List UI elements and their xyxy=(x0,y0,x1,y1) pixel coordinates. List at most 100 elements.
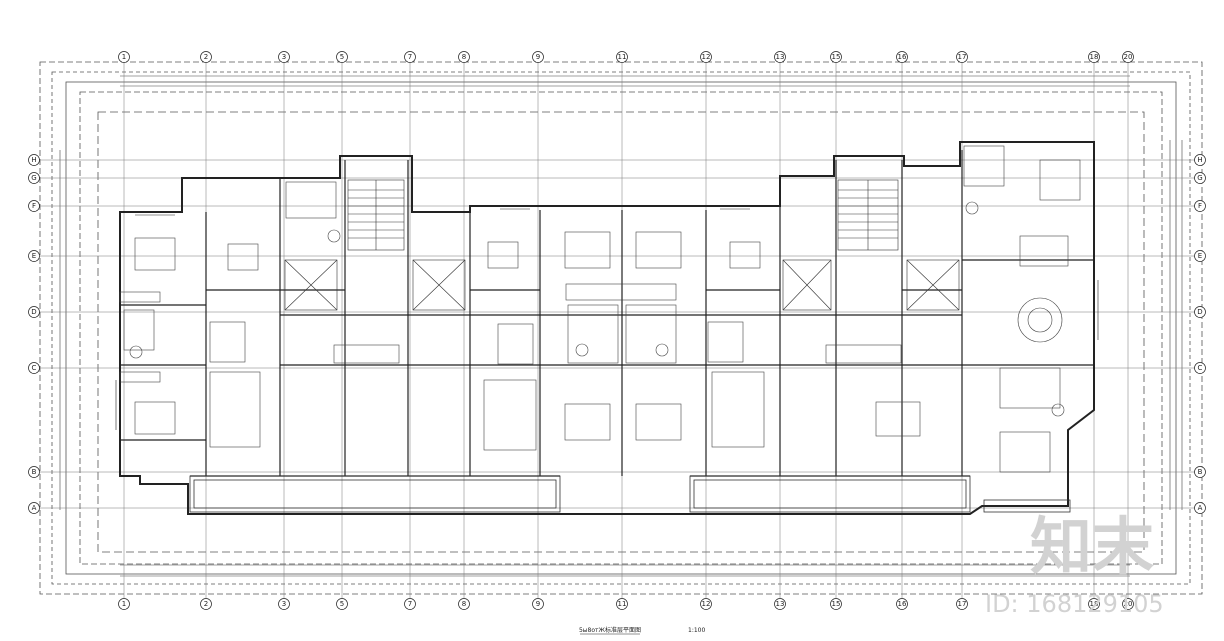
row-axis-labels-right: H G F E D C B A xyxy=(1194,154,1206,514)
row-axis-F-right: F xyxy=(1194,200,1206,212)
row-axis-E-right-text: E xyxy=(1198,252,1202,260)
column-axis-2-top: 2 xyxy=(200,51,212,63)
column-axis-18-top-text: 18 xyxy=(1090,53,1099,61)
bathrooms xyxy=(123,145,1065,417)
row-axis-F-left: F xyxy=(28,200,40,212)
row-axis-B-right-text: B xyxy=(1198,468,1203,476)
column-axis-20-bottom: 20 xyxy=(1122,598,1134,610)
column-axis-11-top: 11 xyxy=(616,51,628,63)
windows xyxy=(115,205,1099,430)
column-axis-20-bottom-text: 20 xyxy=(1124,600,1133,608)
row-axis-F-right-text: F xyxy=(1198,202,1202,210)
row-axis-C-left-text: C xyxy=(32,364,37,372)
column-axis-12-bottom-text: 12 xyxy=(702,600,711,608)
row-axis-E-left: E xyxy=(28,250,40,262)
column-axis-3-top: 3 xyxy=(278,51,290,63)
watermark-id: ID: 168129105 xyxy=(985,590,1164,618)
row-axis-A-right-text: A xyxy=(1198,504,1203,512)
watermark-logo: 知末 xyxy=(1030,510,1154,583)
column-axis-13-bottom: 13 xyxy=(774,598,786,610)
column-axis-3-top-text: 3 xyxy=(282,53,286,61)
row-axis-G-left: G xyxy=(28,172,40,184)
column-axis-5-top: 5 xyxy=(336,51,348,63)
column-axis-5-bottom-text: 5 xyxy=(340,600,344,608)
column-axis-18-bottom: 18 xyxy=(1088,598,1100,610)
building-outline xyxy=(119,141,1095,515)
column-axis-5-bottom: 5 xyxy=(336,598,348,610)
column-axis-12-bottom: 12 xyxy=(700,598,712,610)
row-axis-F-left-text: F xyxy=(32,202,36,210)
row-axis-H-left-text: H xyxy=(31,156,36,164)
column-axis-16-bottom: 16 xyxy=(896,598,908,610)
column-axis-7-bottom-text: 7 xyxy=(408,600,412,608)
column-axis-9-bottom: 9 xyxy=(532,598,544,610)
row-axis-E-left-text: E xyxy=(32,252,36,260)
column-axis-18-bottom-text: 18 xyxy=(1090,600,1099,608)
row-axis-A-right: A xyxy=(1194,502,1206,514)
row-axis-D-right: D xyxy=(1194,306,1206,318)
row-axis-H-left: H xyxy=(28,154,40,166)
column-axis-13-bottom-text: 13 xyxy=(776,600,785,608)
balconies xyxy=(189,475,1071,513)
column-axis-18-top: 18 xyxy=(1088,51,1100,63)
column-axis-11-bottom-text: 11 xyxy=(618,600,627,608)
row-axis-G-right-text: G xyxy=(1197,174,1202,182)
interior-walls xyxy=(120,150,1094,477)
column-axis-9-top-text: 9 xyxy=(536,53,540,61)
row-axis-H-right-text: H xyxy=(1197,156,1202,164)
column-axis-11-top-text: 11 xyxy=(618,53,627,61)
column-axis-8-bottom: 8 xyxy=(458,598,470,610)
column-axis-16-bottom-text: 16 xyxy=(898,600,907,608)
row-axis-E-right: E xyxy=(1194,250,1206,262)
column-axis-2-bottom-text: 2 xyxy=(204,600,208,608)
drawing-scale: 1:100 xyxy=(688,627,705,634)
column-axis-8-top: 8 xyxy=(458,51,470,63)
column-axis-8-top-text: 8 xyxy=(462,53,466,61)
row-axis-D-left: D xyxy=(28,306,40,318)
column-axis-11-bottom: 11 xyxy=(616,598,628,610)
column-axis-2-top-text: 2 xyxy=(204,53,208,61)
column-axis-20-top-text: 20 xyxy=(1124,53,1133,61)
column-axis-13-top-text: 13 xyxy=(776,53,785,61)
row-axis-C-left: C xyxy=(28,362,40,374)
row-axis-D-left-text: D xyxy=(31,308,36,316)
drawing-title-block: 5ы8отЖ标准层平面图 1:100 xyxy=(579,626,705,635)
column-axis-3-bottom-text: 3 xyxy=(282,600,286,608)
row-axis-A-left: A xyxy=(28,502,40,514)
furniture xyxy=(119,159,1081,473)
column-axis-3-bottom: 3 xyxy=(278,598,290,610)
column-axis-17-bottom-text: 17 xyxy=(958,600,967,608)
column-axis-12-top-text: 12 xyxy=(702,53,711,61)
column-axis-15-top-text: 15 xyxy=(832,53,841,61)
column-axis-9-bottom-text: 9 xyxy=(536,600,540,608)
row-axis-H-right: H xyxy=(1194,154,1206,166)
row-axis-G-left-text: G xyxy=(31,174,36,182)
watermark: 知末 ID: 168129105 xyxy=(985,510,1164,618)
column-axis-1-top: 1 xyxy=(118,51,130,63)
row-axis-B-left: B xyxy=(28,466,40,478)
row-axis-C-right: C xyxy=(1194,362,1206,374)
row-axis-C-right-text: C xyxy=(1198,364,1203,372)
column-axis-7-top: 7 xyxy=(404,51,416,63)
column-axis-13-top: 13 xyxy=(774,51,786,63)
drawing-title: 5ы8отЖ标准层平面图 xyxy=(579,626,641,634)
column-axis-5-top-text: 5 xyxy=(340,53,344,61)
column-axis-12-top: 12 xyxy=(700,51,712,63)
dimension-lines xyxy=(59,75,1183,577)
column-axis-17-bottom: 17 xyxy=(956,598,968,610)
column-axis-2-bottom: 2 xyxy=(200,598,212,610)
column-axis-15-bottom-text: 15 xyxy=(832,600,841,608)
row-axis-labels-left: H G F E D C B A xyxy=(28,154,40,514)
stairs-and-elevators xyxy=(284,179,960,311)
column-axis-1-top-text: 1 xyxy=(122,53,126,61)
column-axis-7-top-text: 7 xyxy=(408,53,412,61)
column-axis-17-top: 17 xyxy=(956,51,968,63)
column-axis-16-top: 16 xyxy=(896,51,908,63)
column-axis-20-top: 20 xyxy=(1122,51,1134,63)
row-axis-B-right: B xyxy=(1194,466,1206,478)
column-axis-1-bottom: 1 xyxy=(118,598,130,610)
column-axis-7-bottom: 7 xyxy=(404,598,416,610)
